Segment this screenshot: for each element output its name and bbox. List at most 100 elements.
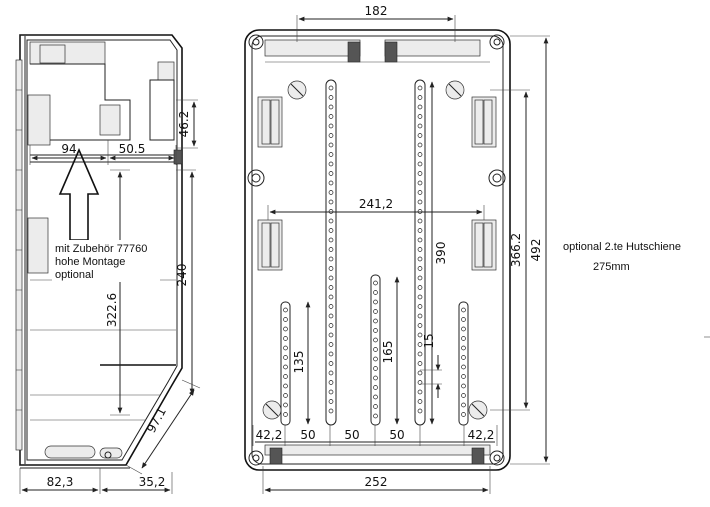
dim-94: 94 bbox=[61, 142, 76, 156]
dim-bottom-1: 42,2 bbox=[256, 428, 283, 442]
dim-50-5: 50.5 bbox=[119, 142, 146, 156]
rail-hole bbox=[417, 104, 423, 110]
rail-hole bbox=[283, 326, 288, 332]
rail-hole bbox=[373, 404, 378, 409]
rail-hole bbox=[461, 364, 466, 370]
rail-hole bbox=[417, 408, 423, 414]
rail-hole bbox=[417, 256, 423, 262]
rail-hole bbox=[461, 374, 466, 379]
rail-hole bbox=[461, 317, 466, 322]
rail-hole bbox=[417, 247, 423, 252]
rail-hole bbox=[417, 142, 423, 148]
rail-hole bbox=[417, 342, 423, 347]
rail-hole bbox=[417, 323, 423, 328]
rail-hole bbox=[328, 275, 334, 281]
short-rail-middle bbox=[370, 274, 381, 426]
rail-hole bbox=[417, 85, 423, 91]
rail-hole bbox=[373, 375, 378, 381]
dim-46-2: 46.2 bbox=[177, 111, 191, 138]
rail-hole bbox=[417, 294, 423, 300]
rail-hole bbox=[417, 152, 423, 157]
terminal-blocks bbox=[257, 96, 497, 271]
rail-hole bbox=[417, 171, 423, 176]
rail-hole bbox=[328, 237, 334, 243]
rail-hole bbox=[417, 199, 423, 205]
rail-hole bbox=[373, 347, 378, 352]
rail-hole bbox=[373, 337, 378, 343]
accessory-note-line-2: hohe Montage bbox=[55, 256, 125, 268]
rail-hole bbox=[461, 307, 466, 313]
rail-hole bbox=[373, 385, 378, 390]
rail-hole bbox=[461, 383, 466, 389]
rail-hole bbox=[328, 323, 334, 328]
dim-15: 15 bbox=[422, 333, 436, 348]
rail-hole bbox=[417, 370, 423, 376]
rail-hole bbox=[417, 180, 423, 186]
rail-hole bbox=[417, 95, 423, 100]
rail-hole bbox=[283, 374, 288, 379]
rail-hole bbox=[328, 256, 334, 262]
rail-hole bbox=[328, 161, 334, 167]
rail-hole bbox=[328, 114, 334, 119]
short-rail-left bbox=[280, 301, 291, 426]
mounting-arrow bbox=[58, 147, 100, 241]
accessory-note-line-3: optional bbox=[55, 269, 94, 281]
side-housing-outline bbox=[19, 34, 183, 466]
rail-hole bbox=[417, 389, 423, 395]
rail-hole bbox=[328, 199, 334, 205]
rail-hole bbox=[283, 336, 288, 341]
front-housing-outline bbox=[244, 29, 511, 471]
accessory-note-line-1: mit Zubehör 77760 bbox=[55, 243, 147, 255]
rail-hole bbox=[283, 317, 288, 322]
rail-hole bbox=[328, 247, 334, 252]
dim-240: 240 bbox=[175, 264, 189, 287]
rail-hole bbox=[373, 356, 378, 362]
rail-hole bbox=[373, 299, 378, 305]
rail-hole bbox=[417, 114, 423, 119]
dim-82-3: 82,3 bbox=[47, 475, 74, 489]
rail-hole bbox=[461, 393, 466, 398]
rail-hole bbox=[328, 133, 334, 138]
rail-hole bbox=[373, 290, 378, 295]
rail-hole bbox=[461, 326, 466, 332]
dim-35-2: 35,2 bbox=[139, 475, 166, 489]
rail-hole bbox=[417, 218, 423, 224]
rail-hole bbox=[283, 393, 288, 398]
rail-hole bbox=[373, 328, 378, 333]
rail-hole bbox=[328, 370, 334, 376]
rail-hole bbox=[373, 394, 378, 400]
short-rail-right bbox=[458, 301, 469, 426]
rail-hole bbox=[328, 85, 334, 91]
rail-hole bbox=[283, 307, 288, 313]
rail-hole bbox=[417, 351, 423, 357]
rail-hole bbox=[283, 383, 288, 389]
rail-hole bbox=[328, 294, 334, 300]
rail-hole bbox=[328, 152, 334, 157]
rail-hole bbox=[328, 228, 334, 233]
rail-hole bbox=[328, 399, 334, 404]
rail-hole bbox=[328, 332, 334, 338]
rail-hole bbox=[328, 408, 334, 414]
dim-165: 165 bbox=[381, 341, 395, 364]
dim-366-2: 366.2 bbox=[509, 233, 523, 267]
rail-hole bbox=[417, 313, 423, 319]
rail-hole bbox=[283, 412, 288, 417]
dim-bottom-3: 50 bbox=[344, 428, 359, 442]
rail-hole bbox=[417, 361, 423, 366]
rail-hole bbox=[417, 399, 423, 404]
side-view: 46.2 94 50.5 240 322.6 97.1 82,3 35,2 bbox=[15, 34, 201, 494]
side-wall-ribs bbox=[15, 59, 23, 451]
rail-hole bbox=[328, 361, 334, 366]
rail-hole bbox=[417, 161, 423, 167]
rail-hole bbox=[328, 266, 334, 271]
rail-hole bbox=[328, 104, 334, 110]
rail-hole bbox=[328, 389, 334, 395]
rail-hole bbox=[373, 309, 378, 314]
rail-note-line-2: 275mm bbox=[593, 261, 630, 273]
rail-hole bbox=[461, 402, 466, 408]
rail-hole bbox=[417, 123, 423, 129]
rail-hole bbox=[461, 355, 466, 360]
rail-hole bbox=[417, 266, 423, 271]
rail-hole bbox=[417, 332, 423, 338]
rail-note-line-1: optional 2.te Hutschiene bbox=[563, 241, 681, 253]
